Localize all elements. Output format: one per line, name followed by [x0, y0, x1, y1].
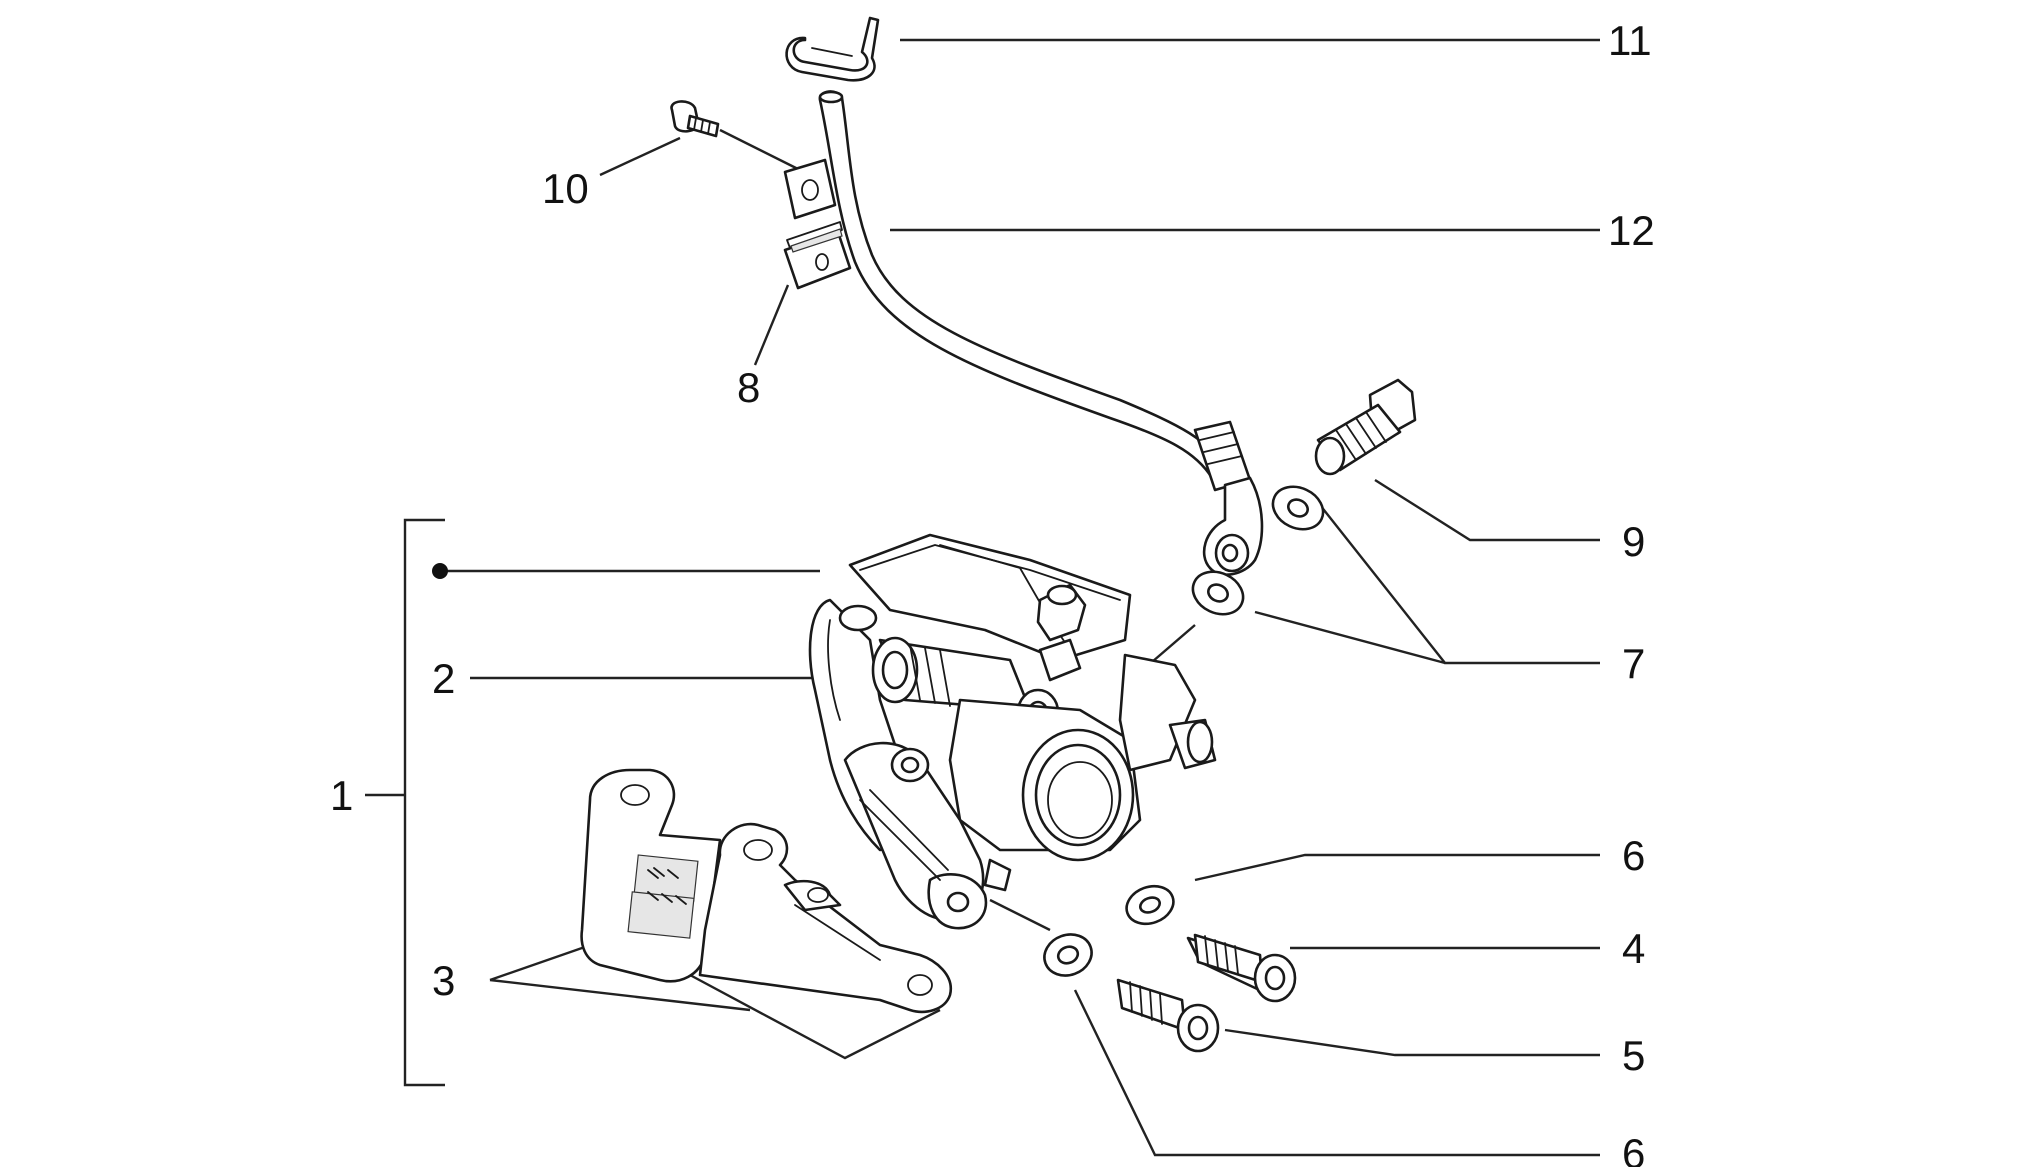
- callout-10: 10: [542, 165, 589, 212]
- callout-3: 3: [432, 957, 455, 1004]
- hose-clip: [785, 16, 880, 82]
- leader-3b: [489, 978, 751, 1012]
- leader-7b: [1254, 610, 1446, 665]
- leader-10: [599, 136, 681, 177]
- callout-dot: [432, 563, 448, 579]
- leader-5: [1224, 1028, 1600, 1057]
- callout-9: 9: [1622, 518, 1645, 565]
- banjo-bolt-9: [1314, 378, 1417, 476]
- bolt-4: [1186, 933, 1297, 1003]
- callout-labels: 11 10 12 8 9 7 2 1 6 4 3 5 6: [330, 17, 1655, 1167]
- callout-11: 11: [1608, 17, 1652, 64]
- leader-7a: [1319, 504, 1600, 665]
- hose-bracket-plate: [783, 158, 837, 220]
- leader-lines: [365, 38, 1600, 1157]
- leader-10-bolt-axis: [719, 128, 801, 172]
- callout-2: 2: [432, 655, 455, 702]
- callout-8: 8: [737, 364, 760, 411]
- callout-5: 5: [1622, 1032, 1645, 1079]
- leader-6a: [1194, 853, 1600, 882]
- pad-friction-lower: [627, 891, 695, 939]
- leader-3c: [689, 973, 941, 1060]
- callout-12: 12: [1608, 207, 1655, 254]
- brake-pads-3: [580, 768, 953, 1014]
- copper-washers-7: [1191, 485, 1325, 616]
- brake-caliper-body: [808, 533, 1217, 930]
- washer-6-lower: [1043, 933, 1093, 977]
- leader-6b: [1073, 989, 1600, 1157]
- washer-6-upper: [1125, 884, 1175, 926]
- callout-1: 1: [330, 772, 353, 819]
- callout-4: 4: [1622, 925, 1645, 972]
- leader-6b-axis: [989, 898, 1051, 932]
- clip-nut-8: [783, 221, 852, 290]
- bracket-1: [403, 518, 445, 1087]
- callout-6-upper: 6: [1622, 832, 1645, 879]
- screw-10: [670, 100, 720, 138]
- callout-7: 7: [1622, 640, 1645, 687]
- callout-6-lower: 6: [1622, 1130, 1645, 1167]
- leader-8: [753, 284, 790, 366]
- brake-hose: [818, 90, 1264, 576]
- bolt-5: [1116, 978, 1220, 1053]
- leader-9: [1374, 478, 1600, 542]
